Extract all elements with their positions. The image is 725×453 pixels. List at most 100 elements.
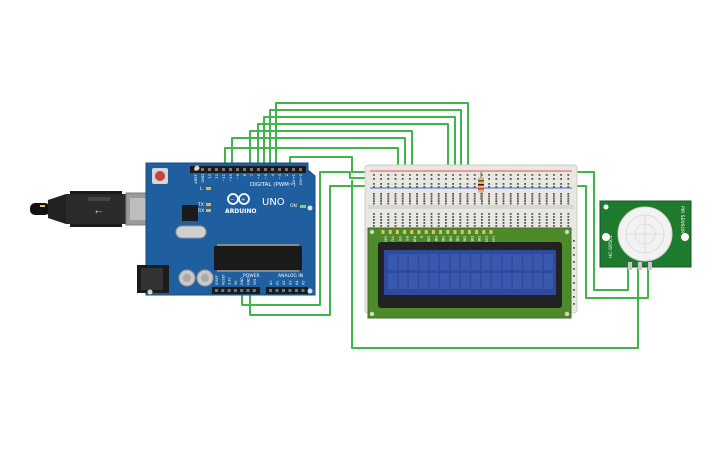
breadboard-hole[interactable] [524, 219, 526, 221]
breadboard-hole[interactable] [545, 183, 548, 185]
breadboard-hole[interactable] [430, 222, 433, 224]
breadboard-hole[interactable] [373, 195, 375, 198]
digital-header[interactable] [190, 166, 306, 173]
breadboard-hole[interactable] [481, 222, 483, 224]
breadboard-hole[interactable] [495, 195, 498, 198]
breadboard-hole[interactable] [545, 193, 548, 195]
breadboard-hole[interactable] [531, 216, 534, 218]
breadboard-hole[interactable] [473, 202, 476, 205]
breadboard-hole[interactable] [437, 213, 440, 215]
breadboard-hole[interactable] [509, 222, 512, 224]
breadboard-hole[interactable] [459, 225, 462, 227]
breadboard-hole[interactable] [481, 213, 483, 215]
breadboard-hole[interactable] [373, 219, 375, 221]
breadboard-hole[interactable] [416, 193, 418, 195]
breadboard-hole[interactable] [437, 178, 440, 180]
breadboard-hole[interactable] [380, 219, 382, 221]
breadboard-hole[interactable] [517, 193, 519, 195]
breadboard-hole[interactable] [509, 225, 512, 227]
breadboard-hole[interactable] [430, 186, 433, 188]
breadboard-hole[interactable] [423, 174, 426, 176]
breadboard-hole[interactable] [466, 202, 469, 205]
breadboard-hole[interactable] [488, 225, 490, 227]
lcd-pin[interactable] [403, 230, 407, 234]
breadboard-hole[interactable] [394, 178, 397, 180]
breadboard-hole[interactable] [553, 216, 555, 218]
breadboard-hole[interactable] [409, 200, 411, 202]
analog-pin-hole[interactable] [288, 289, 292, 292]
digital-pin-hole[interactable] [236, 168, 239, 171]
breadboard-hole[interactable] [387, 183, 390, 185]
breadboard-hole[interactable] [452, 202, 454, 205]
breadboard-hole[interactable] [445, 178, 447, 180]
breadboard-hole[interactable] [524, 200, 526, 202]
breadboard-hole[interactable] [553, 193, 555, 195]
breadboard-hole[interactable] [509, 186, 512, 188]
breadboard-hole[interactable] [524, 216, 526, 218]
breadboard-hole[interactable] [437, 219, 440, 221]
breadboard-hole[interactable] [509, 219, 512, 221]
breadboard-hole[interactable] [531, 213, 534, 215]
breadboard-hole[interactable] [437, 202, 440, 205]
breadboard-hole[interactable] [488, 195, 490, 198]
breadboard-hole[interactable] [401, 216, 404, 218]
breadboard-hole[interactable] [423, 197, 426, 200]
breadboard-hole[interactable] [387, 186, 390, 188]
breadboard-hole[interactable] [452, 174, 454, 176]
breadboard-hole[interactable] [466, 219, 469, 221]
breadboard-hole[interactable] [445, 200, 447, 202]
digital-pin-hole[interactable] [299, 168, 302, 171]
breadboard-hole[interactable] [567, 222, 570, 224]
breadboard-hole[interactable] [466, 195, 469, 198]
breadboard-hole[interactable] [430, 195, 433, 198]
breadboard-hole[interactable] [495, 178, 498, 180]
breadboard-hole[interactable] [430, 219, 433, 221]
breadboard-hole[interactable] [560, 216, 562, 218]
breadboard-hole[interactable] [538, 193, 541, 195]
breadboard-hole[interactable] [423, 216, 426, 218]
breadboard-hole[interactable] [524, 225, 526, 227]
breadboard-hole[interactable] [567, 213, 570, 215]
breadboard-hole[interactable] [466, 178, 469, 180]
breadboard-hole[interactable] [401, 200, 404, 202]
breadboard-hole[interactable] [538, 202, 541, 205]
breadboard-hole[interactable] [459, 178, 462, 180]
breadboard-hole[interactable] [502, 186, 505, 188]
breadboard-hole[interactable] [459, 202, 462, 205]
breadboard-hole[interactable] [531, 183, 534, 185]
breadboard-hole[interactable] [373, 200, 375, 202]
breadboard-hole[interactable] [423, 202, 426, 205]
breadboard-hole[interactable] [416, 197, 418, 200]
breadboard-hole[interactable] [567, 178, 570, 180]
breadboard-hole[interactable] [524, 222, 526, 224]
breadboard-hole[interactable] [488, 213, 490, 215]
digital-pin-hole[interactable] [201, 168, 204, 171]
breadboard-hole[interactable] [560, 213, 562, 215]
breadboard-hole[interactable] [387, 193, 390, 195]
breadboard-hole[interactable] [445, 213, 447, 215]
breadboard-hole[interactable] [502, 197, 505, 200]
breadboard-hole[interactable] [466, 193, 469, 195]
digital-pin-hole[interactable] [215, 168, 218, 171]
power-pin-hole[interactable] [221, 289, 225, 292]
breadboard-hole[interactable] [380, 193, 382, 195]
breadboard-hole[interactable] [538, 200, 541, 202]
breadboard-hole[interactable] [567, 200, 570, 202]
breadboard-hole[interactable] [409, 186, 411, 188]
breadboard-hole[interactable] [524, 183, 526, 185]
breadboard-hole[interactable] [380, 222, 382, 224]
breadboard-hole[interactable] [473, 186, 476, 188]
breadboard-hole[interactable] [437, 186, 440, 188]
breadboard-hole[interactable] [430, 225, 433, 227]
breadboard-hole[interactable] [567, 219, 570, 221]
breadboard-hole[interactable] [573, 296, 575, 298]
digital-pin-hole[interactable] [243, 168, 246, 171]
breadboard-hole[interactable] [394, 193, 397, 195]
breadboard-hole[interactable] [430, 213, 433, 215]
breadboard-hole[interactable] [560, 219, 562, 221]
breadboard-hole[interactable] [553, 222, 555, 224]
breadboard-hole[interactable] [452, 213, 454, 215]
breadboard-hole[interactable] [401, 193, 404, 195]
breadboard-hole[interactable] [553, 178, 555, 180]
breadboard-hole[interactable] [459, 197, 462, 200]
